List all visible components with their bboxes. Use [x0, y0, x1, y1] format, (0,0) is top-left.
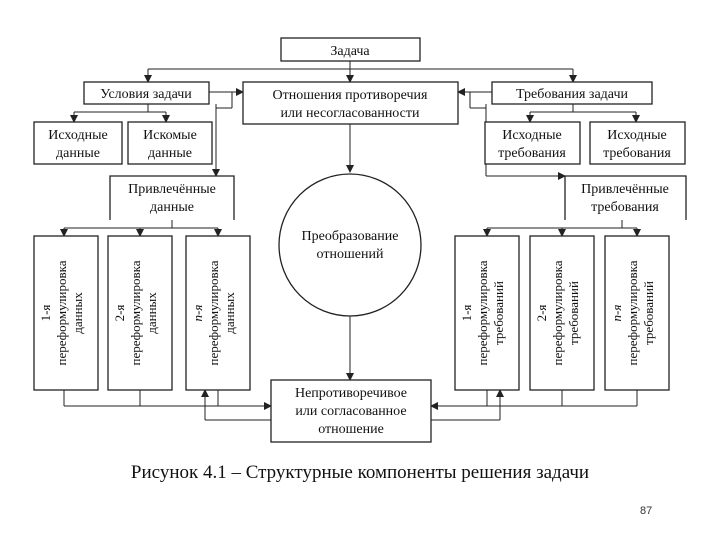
attracted-requirements-box: Привлечённые требования: [564, 175, 687, 220]
initial-data-line2: данные: [56, 146, 100, 161]
consistent-relation-box: Непротиворечивое или согласованное отнош…: [270, 379, 432, 443]
requirements-label: Требования задачи: [516, 87, 628, 102]
initial-req-1-line2: требования: [498, 146, 566, 161]
sought-data-line1: Искомые: [143, 128, 197, 143]
data-reform-2-line1: 2-я: [112, 305, 127, 322]
req-reform-1-line2: переформулировка: [475, 260, 490, 365]
conditions-box: Условия задачи: [83, 81, 210, 105]
data-reform-1-line2: переформулировка: [54, 260, 69, 365]
initial-req-2-line1: Исходные: [607, 128, 666, 143]
conditions-label: Условия задачи: [100, 87, 192, 102]
data-reformulation-n: n-я переформулировка данных: [185, 235, 251, 391]
task-box: Задача: [280, 37, 421, 62]
initial-requirements-box-2: Исходные требования: [589, 121, 686, 165]
transform-line2: отношений: [317, 247, 384, 262]
contradiction-label-line1: Отношения противоречия: [273, 88, 428, 103]
initial-data-box: Исходные данные: [33, 121, 123, 165]
connectors: [60, 61, 641, 421]
req-reform-n-line2: переформулировка: [625, 260, 640, 365]
attracted-req-line1: Привлечённые: [581, 182, 669, 197]
initial-requirements-box-1: Исходные требования: [484, 121, 581, 165]
consistent-line3: отношение: [318, 422, 384, 437]
req-reform-n-line1: n-я: [609, 305, 624, 322]
data-reform-n-line3: данных: [222, 292, 237, 334]
attracted-req-line2: требования: [591, 200, 659, 215]
req-reformulation-1: 1-я переформулировка требований: [454, 235, 520, 391]
consistent-line1: Непротиворечивое: [295, 386, 407, 401]
initial-req-2-line2: требования: [603, 146, 671, 161]
sought-data-line2: данные: [148, 146, 192, 161]
contradiction-label-line2: или несогласованности: [281, 106, 420, 121]
attracted-data-line1: Привлечённые: [128, 182, 216, 197]
data-reform-n-line2: переформулировка: [206, 260, 221, 365]
requirements-box: Требования задачи: [491, 81, 653, 105]
req-reform-n-line3: требований: [641, 281, 656, 345]
initial-data-line1: Исходные: [48, 128, 107, 143]
contradiction-box: Отношения противоречия или несогласованн…: [242, 81, 459, 125]
req-reform-1-line1: 1-я: [459, 305, 474, 322]
data-reform-2-line2: переформулировка: [128, 260, 143, 365]
data-reform-2-line3: данных: [144, 292, 159, 334]
req-reform-2-line3: требований: [566, 281, 581, 345]
req-reformulation-2: 2-я переформулировка требований: [529, 235, 595, 391]
transform-line1: Преобразование: [302, 229, 399, 244]
data-reform-1-line1: 1-я: [38, 305, 53, 322]
req-reform-2-line2: переформулировка: [550, 260, 565, 365]
attracted-data-line2: данные: [150, 200, 194, 215]
data-reformulation-1: 1-я переформулировка данных: [33, 235, 99, 391]
consistent-line2: или согласованное: [295, 404, 406, 419]
attracted-data-box: Привлечённые данные: [109, 175, 235, 220]
task-label: Задача: [330, 44, 370, 59]
sought-data-box: Искомые данные: [127, 121, 213, 165]
data-reform-1-line3: данных: [70, 292, 85, 334]
data-reformulation-2: 2-я переформулировка данных: [107, 235, 173, 391]
figure-caption: Рисунок 4.1 – Структурные компоненты реш…: [130, 462, 590, 483]
req-reformulation-n: n-я переформулировка требований: [604, 235, 670, 391]
page-number: 87: [640, 505, 653, 517]
data-reform-n-line1: n-я: [190, 305, 205, 322]
transform-circle: Преобразование отношений: [278, 173, 422, 317]
req-reform-2-line1: 2-я: [534, 305, 549, 322]
req-reform-1-line3: требований: [491, 281, 506, 345]
initial-req-1-line1: Исходные: [502, 128, 561, 143]
